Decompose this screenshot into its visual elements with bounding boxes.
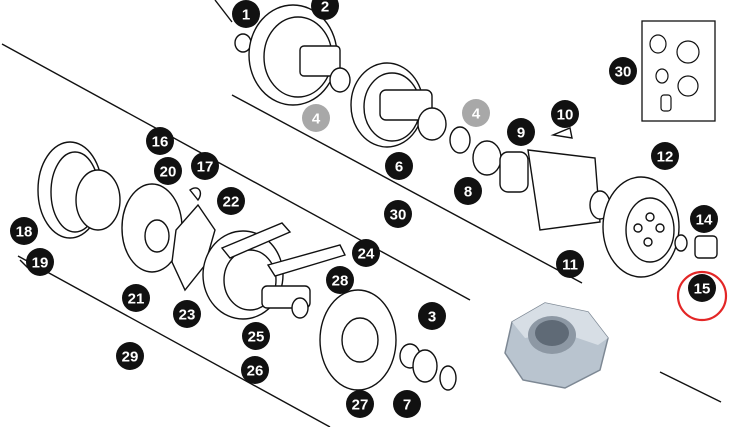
callout-23: 23 xyxy=(173,300,201,328)
callout-19: 19 xyxy=(26,248,54,276)
callout-badge xyxy=(556,250,584,278)
callout-18: 18 xyxy=(10,217,38,245)
callout-7: 7 xyxy=(393,390,421,418)
callout-number: 15 xyxy=(694,281,711,298)
callout-15: 15 xyxy=(688,274,716,302)
callout-badge xyxy=(232,0,260,28)
callout-30: 30 xyxy=(384,200,412,228)
callout-11: 11 xyxy=(556,250,584,278)
callout-badge xyxy=(241,356,269,384)
callout-number: 27 xyxy=(352,397,369,414)
callout-number: 28 xyxy=(332,273,349,290)
callout-number: 14 xyxy=(696,212,713,229)
callout-27: 27 xyxy=(346,390,374,418)
front-pulley-assembly xyxy=(234,4,718,278)
callout-badge xyxy=(311,0,339,20)
callout-8: 8 xyxy=(454,177,482,205)
callout-14: 14 xyxy=(690,205,718,233)
callout-22: 22 xyxy=(217,187,245,215)
callout-badge xyxy=(302,104,330,132)
highlight-ring xyxy=(676,270,728,322)
callout-number: 25 xyxy=(248,329,265,346)
callout-number: 16 xyxy=(152,134,169,151)
callout-number: 7 xyxy=(403,397,411,414)
callout-badge xyxy=(418,302,446,330)
callout-24: 24 xyxy=(352,239,380,267)
callout-1: 1 xyxy=(232,0,260,28)
callout-2: 2 xyxy=(311,0,339,20)
callout-number: 3 xyxy=(428,309,436,326)
callout-badge xyxy=(384,200,412,228)
callout-badge xyxy=(26,248,54,276)
callout-29: 29 xyxy=(116,342,144,370)
callout-number: 23 xyxy=(179,307,196,324)
callout-21: 21 xyxy=(122,284,150,312)
callout-badge xyxy=(507,118,535,146)
callout-6: 6 xyxy=(385,152,413,180)
callout-30: 30 xyxy=(609,57,637,85)
callout-4: 4 xyxy=(462,99,490,127)
callout-25: 25 xyxy=(242,322,270,350)
section-lines xyxy=(1,0,722,427)
callout-badge xyxy=(10,217,38,245)
callout-number: 1 xyxy=(242,7,250,24)
callout-number: 12 xyxy=(657,149,674,166)
callout-badge xyxy=(462,99,490,127)
callout-17: 17 xyxy=(191,152,219,180)
callout-number: 22 xyxy=(223,194,240,211)
callout-28: 28 xyxy=(326,266,354,294)
callout-badge xyxy=(690,205,718,233)
callout-number: 17 xyxy=(197,159,214,176)
callout-number: 6 xyxy=(395,159,403,176)
callout-badge xyxy=(146,127,174,155)
callout-number: 26 xyxy=(247,363,264,380)
callout-number: 4 xyxy=(472,106,481,123)
callout-number: 10 xyxy=(557,107,574,124)
callout-badge xyxy=(191,152,219,180)
callout-number: 18 xyxy=(16,224,33,241)
callout-16: 16 xyxy=(146,127,174,155)
callout-number: 24 xyxy=(358,246,375,263)
callout-3: 3 xyxy=(418,302,446,330)
callout-12: 12 xyxy=(651,142,679,170)
callout-badge xyxy=(173,300,201,328)
callout-10: 10 xyxy=(551,100,579,128)
callout-badge xyxy=(651,142,679,170)
callout-badge xyxy=(217,187,245,215)
callout-20: 20 xyxy=(154,157,182,185)
callout-badge xyxy=(385,152,413,180)
callout-9: 9 xyxy=(507,118,535,146)
callout-number: 21 xyxy=(128,291,145,308)
callout-badge xyxy=(154,157,182,185)
callout-number: 29 xyxy=(122,349,139,366)
callout-number: 9 xyxy=(517,125,525,142)
callout-badge xyxy=(393,390,421,418)
callout-badge xyxy=(346,390,374,418)
callout-badge xyxy=(352,239,380,267)
parts-inset-box xyxy=(641,20,716,122)
callout-number: 19 xyxy=(32,255,49,272)
callout-badge xyxy=(116,342,144,370)
callout-badge xyxy=(242,322,270,350)
callout-4: 4 xyxy=(302,104,330,132)
callout-number: 20 xyxy=(160,164,177,181)
callout-badge xyxy=(122,284,150,312)
callout-number: 2 xyxy=(321,0,329,16)
hex-nut-photo xyxy=(504,302,609,389)
callout-badge xyxy=(688,274,716,302)
callout-badge xyxy=(454,177,482,205)
callout-number: 11 xyxy=(562,257,578,274)
variator-assembly xyxy=(37,141,457,391)
callout-number: 8 xyxy=(464,184,472,201)
callout-badge xyxy=(551,100,579,128)
callout-badge xyxy=(609,57,637,85)
callout-number: 30 xyxy=(615,64,632,81)
callout-badge xyxy=(326,266,354,294)
callout-number: 4 xyxy=(312,111,321,128)
callout-26: 26 xyxy=(241,356,269,384)
callout-number: 30 xyxy=(390,207,407,224)
